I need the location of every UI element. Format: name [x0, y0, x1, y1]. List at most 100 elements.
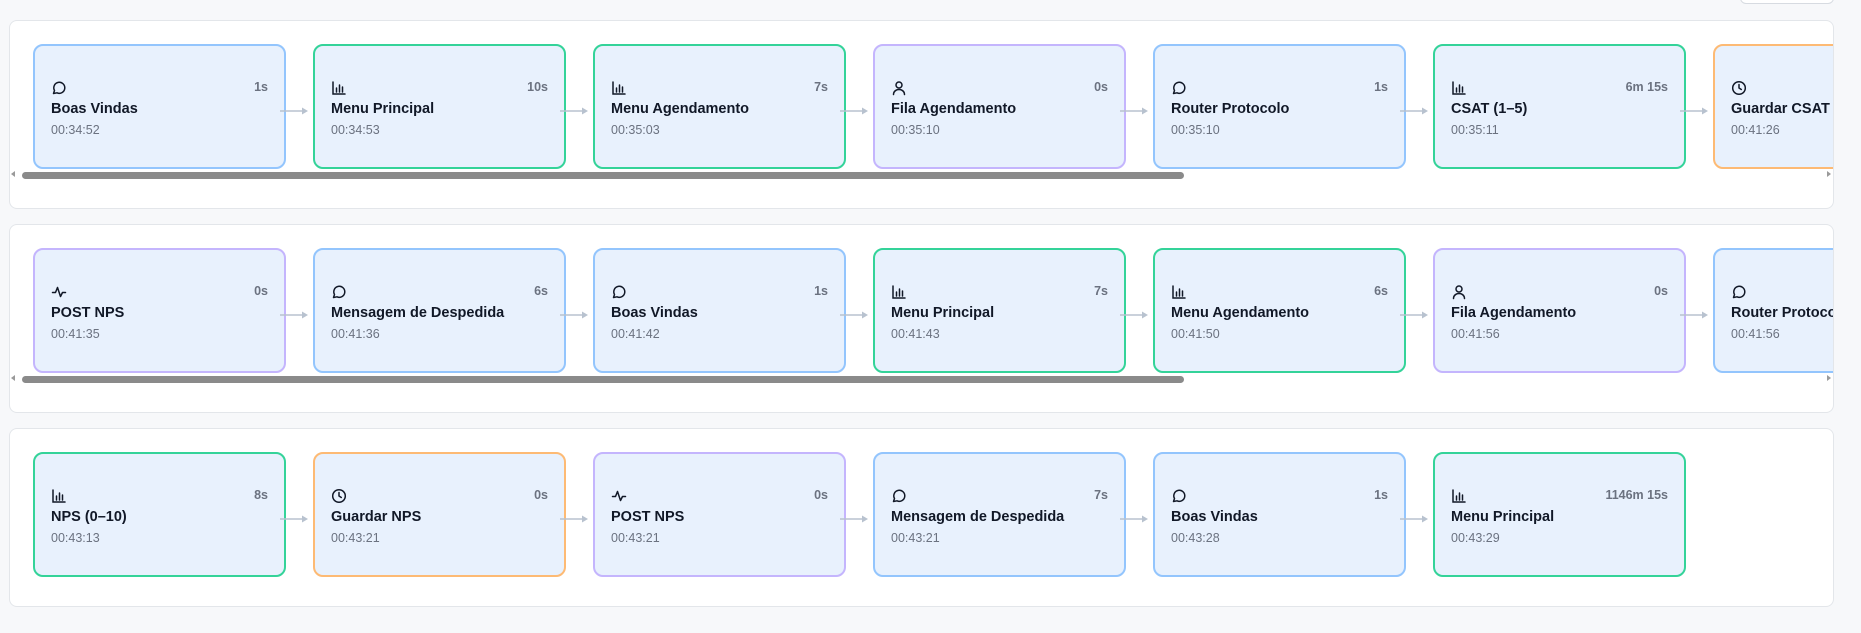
node-timestamp: 00:34:52 [51, 123, 100, 137]
message-icon [1731, 284, 1747, 300]
node-timestamp: 00:41:56 [1731, 327, 1780, 341]
node-duration: 1s [254, 80, 268, 94]
node-title: Boas Vindas [1171, 509, 1258, 525]
bar-chart-icon [891, 284, 907, 300]
activity-icon [51, 284, 67, 300]
connector-arrow [280, 104, 310, 116]
connector-arrow [840, 512, 870, 524]
scrollbar-thumb[interactable] [22, 376, 1184, 383]
node-title: NPS (0–10) [51, 509, 127, 525]
node-timestamp: 00:35:10 [1171, 123, 1220, 137]
node-duration: 1s [1374, 488, 1388, 502]
message-icon [891, 488, 907, 504]
horizontal-scrollbar[interactable] [10, 168, 1833, 182]
node-timestamp: 00:41:35 [51, 327, 100, 341]
node-title: Menu Principal [891, 305, 995, 321]
connector-arrow [1120, 512, 1150, 524]
connector-arrow [1680, 308, 1710, 320]
node-timestamp: 00:43:29 [1451, 531, 1500, 545]
message-icon [611, 284, 627, 300]
connector-arrow [560, 512, 590, 524]
connector-arrow [1680, 104, 1710, 116]
node-timestamp: 00:35:11 [1451, 123, 1499, 137]
scrollbar-thumb[interactable] [22, 172, 1184, 179]
message-icon [1171, 80, 1187, 96]
node-timestamp: 00:43:21 [611, 531, 660, 545]
node-duration: 6s [1374, 284, 1388, 298]
bar-chart-icon [51, 488, 67, 504]
node-title: Mensagem de Despedida [331, 305, 505, 321]
node-duration: 6s [534, 284, 548, 298]
node-title: Guardar NPS [331, 509, 422, 525]
node-timestamp: 00:35:03 [611, 123, 660, 137]
node-duration: 0s [1654, 284, 1668, 298]
node-duration: 1146m 15s [1605, 488, 1668, 502]
node-timestamp: 00:41:26 [1731, 123, 1780, 137]
message-icon [51, 80, 67, 96]
connector-arrow [560, 104, 590, 116]
scroll-left-arrow-icon[interactable] [11, 375, 15, 381]
node-duration: 7s [814, 80, 828, 94]
horizontal-scrollbar[interactable] [10, 372, 1833, 386]
flow-node[interactable]: Router Protocolo 00:41:56 [1713, 248, 1833, 373]
clock-icon [1731, 80, 1747, 96]
scroll-right-arrow-icon[interactable] [1827, 375, 1831, 381]
message-icon [1171, 488, 1187, 504]
node-timestamp: 00:35:10 [891, 123, 940, 137]
node-duration: 0s [1094, 80, 1108, 94]
connector-arrow [1120, 308, 1150, 320]
connector-arrow [280, 512, 310, 524]
connector-arrow [840, 308, 870, 320]
bar-chart-icon [611, 80, 627, 96]
node-title: Router Protocolo [1731, 305, 1833, 321]
node-duration: 0s [534, 488, 548, 502]
node-title: Fila Agendamento [1451, 305, 1577, 321]
node-timestamp: 00:43:28 [1171, 531, 1220, 545]
top-control-edge[interactable] [1740, 0, 1834, 4]
node-duration: 10s [527, 80, 548, 94]
node-duration: 7s [1094, 284, 1108, 298]
node-duration: 1s [814, 284, 828, 298]
bar-chart-icon [1451, 80, 1467, 96]
connector-arrow [560, 308, 590, 320]
node-title: Mensagem de Despedida [891, 509, 1065, 525]
message-icon [331, 284, 347, 300]
scroll-left-arrow-icon[interactable] [11, 171, 15, 177]
node-timestamp: 00:34:53 [331, 123, 380, 137]
connector-arrow [1400, 512, 1430, 524]
node-title: Fila Agendamento [891, 101, 1017, 117]
scroll-right-arrow-icon[interactable] [1827, 171, 1831, 177]
bar-chart-icon [331, 80, 347, 96]
node-timestamp: 00:41:56 [1451, 327, 1500, 341]
node-title: POST NPS [51, 305, 125, 321]
node-title: Menu Principal [1451, 509, 1555, 525]
node-timestamp: 00:41:43 [891, 327, 940, 341]
node-title: Menu Agendamento [611, 101, 750, 117]
activity-icon [611, 488, 627, 504]
